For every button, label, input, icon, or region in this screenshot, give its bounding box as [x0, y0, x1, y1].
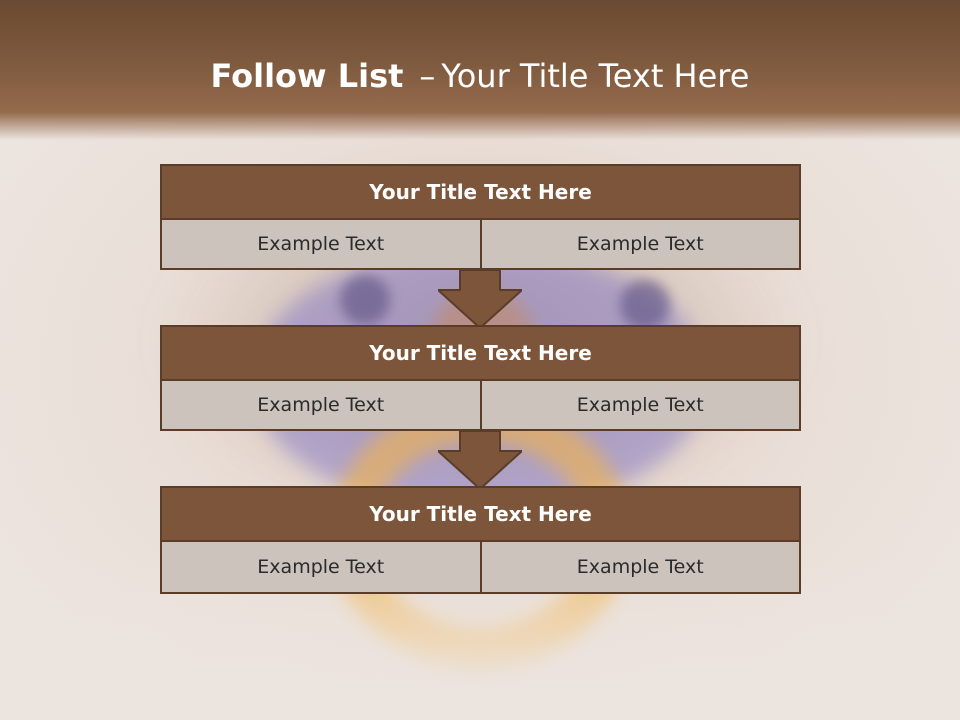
slide-title: Follow List–Your Title Text Here: [0, 55, 960, 97]
list-block-3: Your Title Text Here Example Text Exampl…: [160, 486, 801, 594]
block-cell-right: Example Text: [481, 542, 801, 594]
block-cell-left: Example Text: [160, 220, 482, 270]
down-arrow-icon: [438, 270, 522, 328]
title-banner: [0, 0, 960, 140]
block-cell-right: Example Text: [481, 220, 801, 270]
block-heading: Your Title Text Here: [160, 325, 801, 381]
down-arrow-icon: [438, 431, 522, 489]
block-heading: Your Title Text Here: [160, 486, 801, 542]
title-dash: –: [419, 57, 436, 95]
block-cell-left: Example Text: [160, 381, 482, 431]
title-rest: Your Title Text Here: [441, 57, 750, 95]
block-cell-left: Example Text: [160, 542, 482, 594]
block-row: Example Text Example Text: [160, 542, 801, 594]
block-heading: Your Title Text Here: [160, 164, 801, 220]
list-block-2: Your Title Text Here Example Text Exampl…: [160, 325, 801, 431]
block-cell-right: Example Text: [481, 381, 801, 431]
block-row: Example Text Example Text: [160, 381, 801, 431]
block-row: Example Text Example Text: [160, 220, 801, 270]
list-block-1: Your Title Text Here Example Text Exampl…: [160, 164, 801, 270]
title-bold-part: Follow List: [210, 57, 404, 95]
